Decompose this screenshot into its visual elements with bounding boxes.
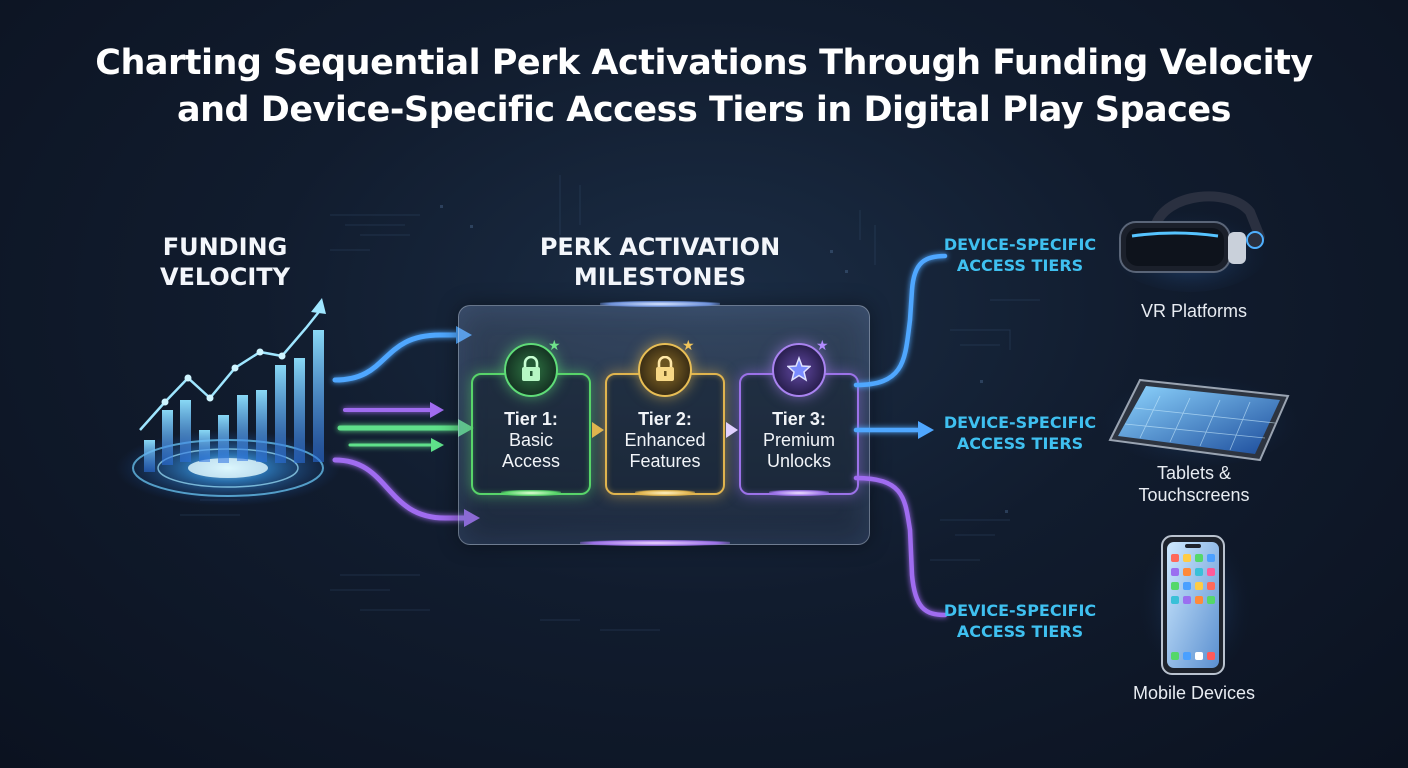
tier-3-card[interactable]: Tier 3: Premium Unlocks bbox=[739, 373, 859, 496]
page-title: Charting Sequential Perk Activations Thr… bbox=[0, 40, 1408, 134]
access-tier-label-3: DEVICE-SPECIFIC ACCESS TIERS bbox=[925, 600, 1115, 642]
access-tier-label-1: DEVICE-SPECIFIC ACCESS TIERS bbox=[925, 234, 1115, 276]
device-label-vr: VR Platforms bbox=[1094, 300, 1294, 322]
tier-3-glow bbox=[769, 490, 829, 496]
sparkle-icon: ★ bbox=[682, 337, 695, 353]
tier-2-glow bbox=[635, 490, 695, 496]
tier-2-desc-line-1: Enhanced bbox=[624, 430, 706, 450]
perk-activation-heading-line-1: PERK ACTIVATION bbox=[539, 233, 781, 261]
panel-glow-top bbox=[600, 301, 720, 307]
page-title-line-2: and Device-Specific Access Tiers in Digi… bbox=[177, 90, 1231, 130]
perk-activation-heading: PERK ACTIVATION MILESTONES bbox=[500, 232, 820, 292]
vr-headset-icon bbox=[1110, 191, 1270, 292]
page-title-line-1: Charting Sequential Perk Activations Thr… bbox=[95, 43, 1313, 83]
funding-velocity-heading-line-1: FUNDING bbox=[162, 233, 288, 261]
device-label-tablets: Tablets & Touchscreens bbox=[1094, 462, 1294, 506]
sparkle-icon: ★ bbox=[548, 337, 561, 353]
sparkle-icon: ★ bbox=[816, 337, 829, 353]
tier-1-name: Tier 1: bbox=[504, 409, 558, 429]
access-tier-label-1-line-1: DEVICE-SPECIFIC bbox=[943, 235, 1097, 254]
lock-icon bbox=[522, 356, 540, 381]
access-tier-label-2: DEVICE-SPECIFIC ACCESS TIERS bbox=[925, 412, 1115, 454]
device-label-mobile-line-1: Mobile Devices bbox=[1132, 683, 1256, 703]
funding-velocity-heading-line-2: VELOCITY bbox=[159, 263, 291, 291]
star-icon bbox=[787, 356, 811, 382]
access-tier-label-2-line-1: DEVICE-SPECIFIC bbox=[943, 413, 1097, 432]
tablet-icon bbox=[1100, 370, 1300, 466]
access-tier-label-1-line-2: ACCESS TIERS bbox=[956, 256, 1084, 275]
smartphone-icon bbox=[1140, 530, 1250, 680]
tier-3-badge bbox=[772, 343, 826, 397]
tier-2-badge bbox=[638, 343, 692, 397]
tier-1-glow bbox=[501, 490, 561, 496]
tier-1-badge bbox=[504, 343, 558, 397]
tier-1-desc-line-1: Basic bbox=[508, 430, 553, 450]
access-tier-label-3-line-1: DEVICE-SPECIFIC bbox=[943, 601, 1097, 620]
tier-2-name: Tier 2: bbox=[638, 409, 692, 429]
funding-velocity-heading: FUNDING VELOCITY bbox=[120, 232, 330, 292]
access-tier-label-2-line-2: ACCESS TIERS bbox=[956, 434, 1084, 453]
tier-3-name: Tier 3: bbox=[772, 409, 826, 429]
panel-glow-bottom bbox=[580, 540, 730, 546]
device-label-mobile: Mobile Devices bbox=[1094, 682, 1294, 704]
access-tier-label-3-line-2: ACCESS TIERS bbox=[956, 622, 1084, 641]
funding-velocity-chart-icon bbox=[116, 298, 340, 506]
tier-3-desc-line-1: Premium bbox=[762, 430, 835, 450]
device-label-vr-line-1: VR Platforms bbox=[1140, 301, 1248, 321]
perk-activation-heading-line-2: MILESTONES bbox=[573, 263, 747, 291]
lock-icon bbox=[656, 356, 674, 381]
device-label-tablets-line-1: Tablets & bbox=[1156, 463, 1232, 483]
tier-3-desc-line-2: Unlocks bbox=[766, 451, 832, 471]
device-label-tablets-line-2: Touchscreens bbox=[1138, 485, 1250, 505]
tier-2-desc-line-2: Features bbox=[629, 451, 701, 471]
tier-1-desc-line-2: Access bbox=[501, 451, 561, 471]
